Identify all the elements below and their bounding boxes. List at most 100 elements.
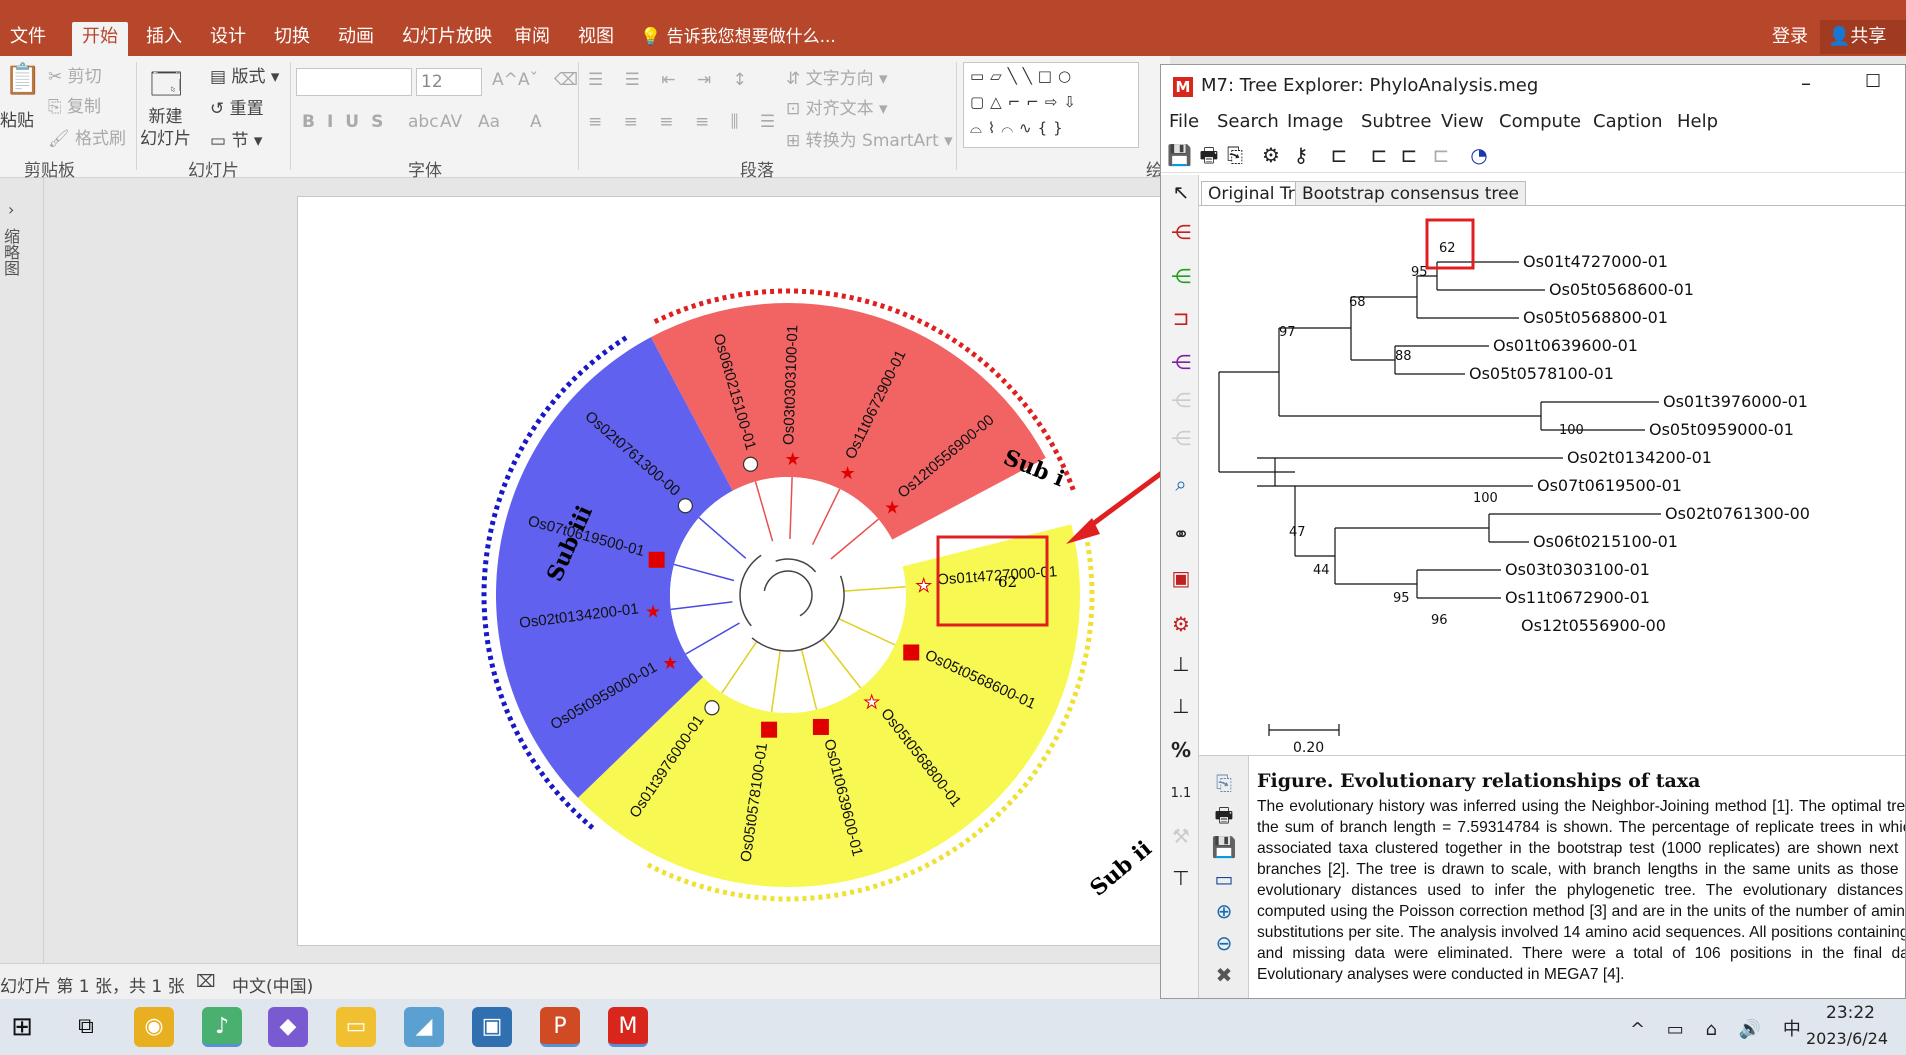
menu-view[interactable]: View: [1441, 111, 1484, 132]
rectangular-tree-icon[interactable]: ⊏: [1330, 143, 1348, 167]
zoom-in-icon[interactable]: ⊕: [1215, 899, 1233, 923]
circle-tree-icon[interactable]: ◔: [1470, 143, 1488, 167]
taxon-label[interactable]: Os11t0672900-01: [1505, 588, 1650, 607]
flip-subtree-icon[interactable]: ⋲: [1171, 264, 1191, 288]
swap-subtree-icon[interactable]: ⋲: [1171, 350, 1191, 374]
print-caption-icon[interactable]: 🖶: [1214, 803, 1234, 827]
tab-slideshow[interactable]: 幻灯片放映: [402, 26, 492, 47]
chevron-right-icon[interactable]: ›: [8, 200, 15, 219]
menu-compute[interactable]: Compute: [1499, 111, 1582, 132]
branch-length-icon[interactable]: ⊥: [1172, 652, 1190, 676]
strikethrough-icon[interactable]: abc: [408, 112, 439, 132]
ime-indicator[interactable]: 中: [1782, 1019, 1809, 1040]
place-root-icon[interactable]: ⋲: [1171, 220, 1191, 244]
clear-format-icon[interactable]: ⌫: [554, 70, 579, 90]
taxon-label[interactable]: Os03t0303100-01: [1505, 560, 1650, 579]
topology-icon[interactable]: ⊥: [1172, 694, 1190, 718]
straight-tree-icon[interactable]: ⊏: [1370, 143, 1388, 167]
menu-search[interactable]: Search: [1217, 111, 1279, 132]
copy-button[interactable]: ⎘ 复制: [48, 97, 102, 117]
chrome-icon[interactable]: ◉: [134, 1007, 174, 1047]
branch-info-icon[interactable]: ⚷: [1293, 143, 1309, 167]
section-button[interactable]: ▭ 节 ▾: [210, 131, 263, 151]
app-purple-icon[interactable]: ◆: [268, 1007, 308, 1047]
task-view-icon[interactable]: ⧉: [78, 1014, 94, 1039]
print-icon[interactable]: 🖶: [1199, 143, 1219, 167]
search-tree-icon[interactable]: ⌕: [1175, 472, 1187, 496]
tab-home[interactable]: 开始: [72, 22, 128, 56]
curved-tree-icon[interactable]: ⊏: [1400, 143, 1418, 167]
taxon-label[interactable]: Os02t0134200-01: [1567, 448, 1712, 467]
taxon-label[interactable]: Os05t0959000-01: [1649, 420, 1794, 439]
cut-button[interactable]: ✂ 剪切: [48, 67, 102, 87]
clock-date[interactable]: 2023/6/24: [1806, 1029, 1889, 1048]
taxon-label[interactable]: Os05t0578100-01: [1469, 364, 1614, 383]
copy-caption-icon[interactable]: ⎘: [1216, 771, 1232, 795]
powerpoint-icon[interactable]: P: [540, 1007, 580, 1047]
tab-bootstrap-consensus[interactable]: Bootstrap consensus tree: [1295, 181, 1526, 207]
share-button[interactable]: 👤共享: [1820, 20, 1906, 54]
system-tray-icons[interactable]: ^ ▭ ⌂ 🔊 中: [1630, 1019, 1809, 1040]
tab-animations[interactable]: 动画: [338, 26, 374, 47]
smartart-button[interactable]: ⊞ 转换为 SmartArt ▾: [786, 131, 953, 151]
text-direction-button[interactable]: ⇵ 文字方向 ▾: [786, 69, 888, 89]
spellcheck-icon[interactable]: ⌧: [196, 972, 216, 992]
pointer-icon[interactable]: ↖: [1172, 180, 1190, 204]
display-caption-icon[interactable]: ▭: [1214, 867, 1234, 891]
align-text-button[interactable]: ⊡ 对齐文本 ▾: [786, 99, 888, 119]
taxon-label[interactable]: Os06t0215100-01: [1533, 532, 1678, 551]
toggle-tree-icon[interactable]: ⚙: [1262, 143, 1280, 167]
paste-button[interactable]: 粘贴: [0, 111, 34, 131]
clock-time[interactable]: 23:22: [1826, 1003, 1875, 1023]
app-blue-icon[interactable]: ◢: [404, 1007, 444, 1047]
font-color-icon[interactable]: A: [530, 112, 542, 132]
show-subtree-icon[interactable]: ⋲: [1171, 426, 1191, 450]
zoom-subtree-icon[interactable]: ▣: [1171, 566, 1191, 590]
binoculars-icon[interactable]: ⚭: [1172, 522, 1190, 546]
align-buttons[interactable]: ≡ ≡ ≡ ≡ ⫼ ☰: [588, 112, 784, 132]
menu-file[interactable]: File: [1169, 111, 1200, 132]
language-status[interactable]: 中文(中国): [232, 977, 314, 997]
taxon-label[interactable]: Os01t3976000-01: [1663, 392, 1808, 411]
new-slide-icon[interactable]: 🗔: [150, 67, 183, 102]
maximize-icon[interactable]: ☐: [1865, 71, 1882, 92]
percent-icon[interactable]: %: [1170, 738, 1192, 762]
subtree-disabled-icon[interactable]: ⋲: [1171, 388, 1191, 412]
paste-icon[interactable]: 📋: [4, 62, 42, 97]
taxon-label[interactable]: Os02t0761300-00: [1665, 504, 1810, 523]
change-case-icon[interactable]: Aa: [478, 112, 501, 132]
taxon-label[interactable]: Os05t0568600-01: [1549, 280, 1694, 299]
copy-icon[interactable]: ⎘: [1227, 143, 1243, 167]
zoom-out-icon[interactable]: ⊖: [1215, 931, 1233, 955]
file-explorer-icon[interactable]: ▭: [336, 1007, 376, 1047]
options-icon[interactable]: ⚙: [1172, 612, 1190, 636]
format-painter-button[interactable]: 🖌 格式刷: [48, 129, 126, 149]
compress-subtree-icon[interactable]: ⊐: [1172, 306, 1190, 330]
close-caption-icon[interactable]: ✖: [1215, 963, 1233, 987]
font-name-combo[interactable]: [296, 68, 412, 96]
font-style-buttons[interactable]: BIUS: [302, 112, 396, 132]
tab-view[interactable]: 视图: [578, 26, 614, 47]
windows-start-icon[interactable]: ⊞: [11, 1012, 33, 1042]
tab-review[interactable]: 审阅: [514, 26, 550, 47]
menu-caption[interactable]: Caption: [1593, 111, 1663, 132]
tab-design[interactable]: 设计: [210, 26, 246, 47]
grow-font-icon[interactable]: A^: [492, 70, 518, 90]
taxon-label[interactable]: Os05t0568800-01: [1523, 308, 1668, 327]
shapes-gallery[interactable]: ▭▱╲╲□○▢△⌐⌐⇨⇩⌓⌇⌒∿{}: [963, 62, 1139, 148]
list-buttons[interactable]: ☰ ☰ ⇤ ⇥ ↕: [588, 70, 755, 90]
scale-icon[interactable]: 1.1: [1170, 786, 1192, 801]
font-size-combo[interactable]: 12: [416, 68, 482, 96]
menu-help[interactable]: Help: [1677, 111, 1719, 132]
taxon-label[interactable]: Os07t0619500-01: [1537, 476, 1682, 495]
shrink-font-icon[interactable]: Aˇ: [518, 70, 539, 90]
tab-file[interactable]: 文件: [10, 26, 46, 47]
mega-taskbar-icon[interactable]: M: [608, 1007, 648, 1047]
reset-button[interactable]: ↺ 重置: [210, 99, 264, 119]
photos-icon[interactable]: ▣: [472, 1007, 512, 1047]
tab-transitions[interactable]: 切换: [274, 26, 310, 47]
radiation-tree-icon[interactable]: ⊏: [1432, 143, 1450, 167]
music-app-icon[interactable]: ♪: [202, 1007, 242, 1047]
minimize-icon[interactable]: –: [1801, 71, 1811, 95]
